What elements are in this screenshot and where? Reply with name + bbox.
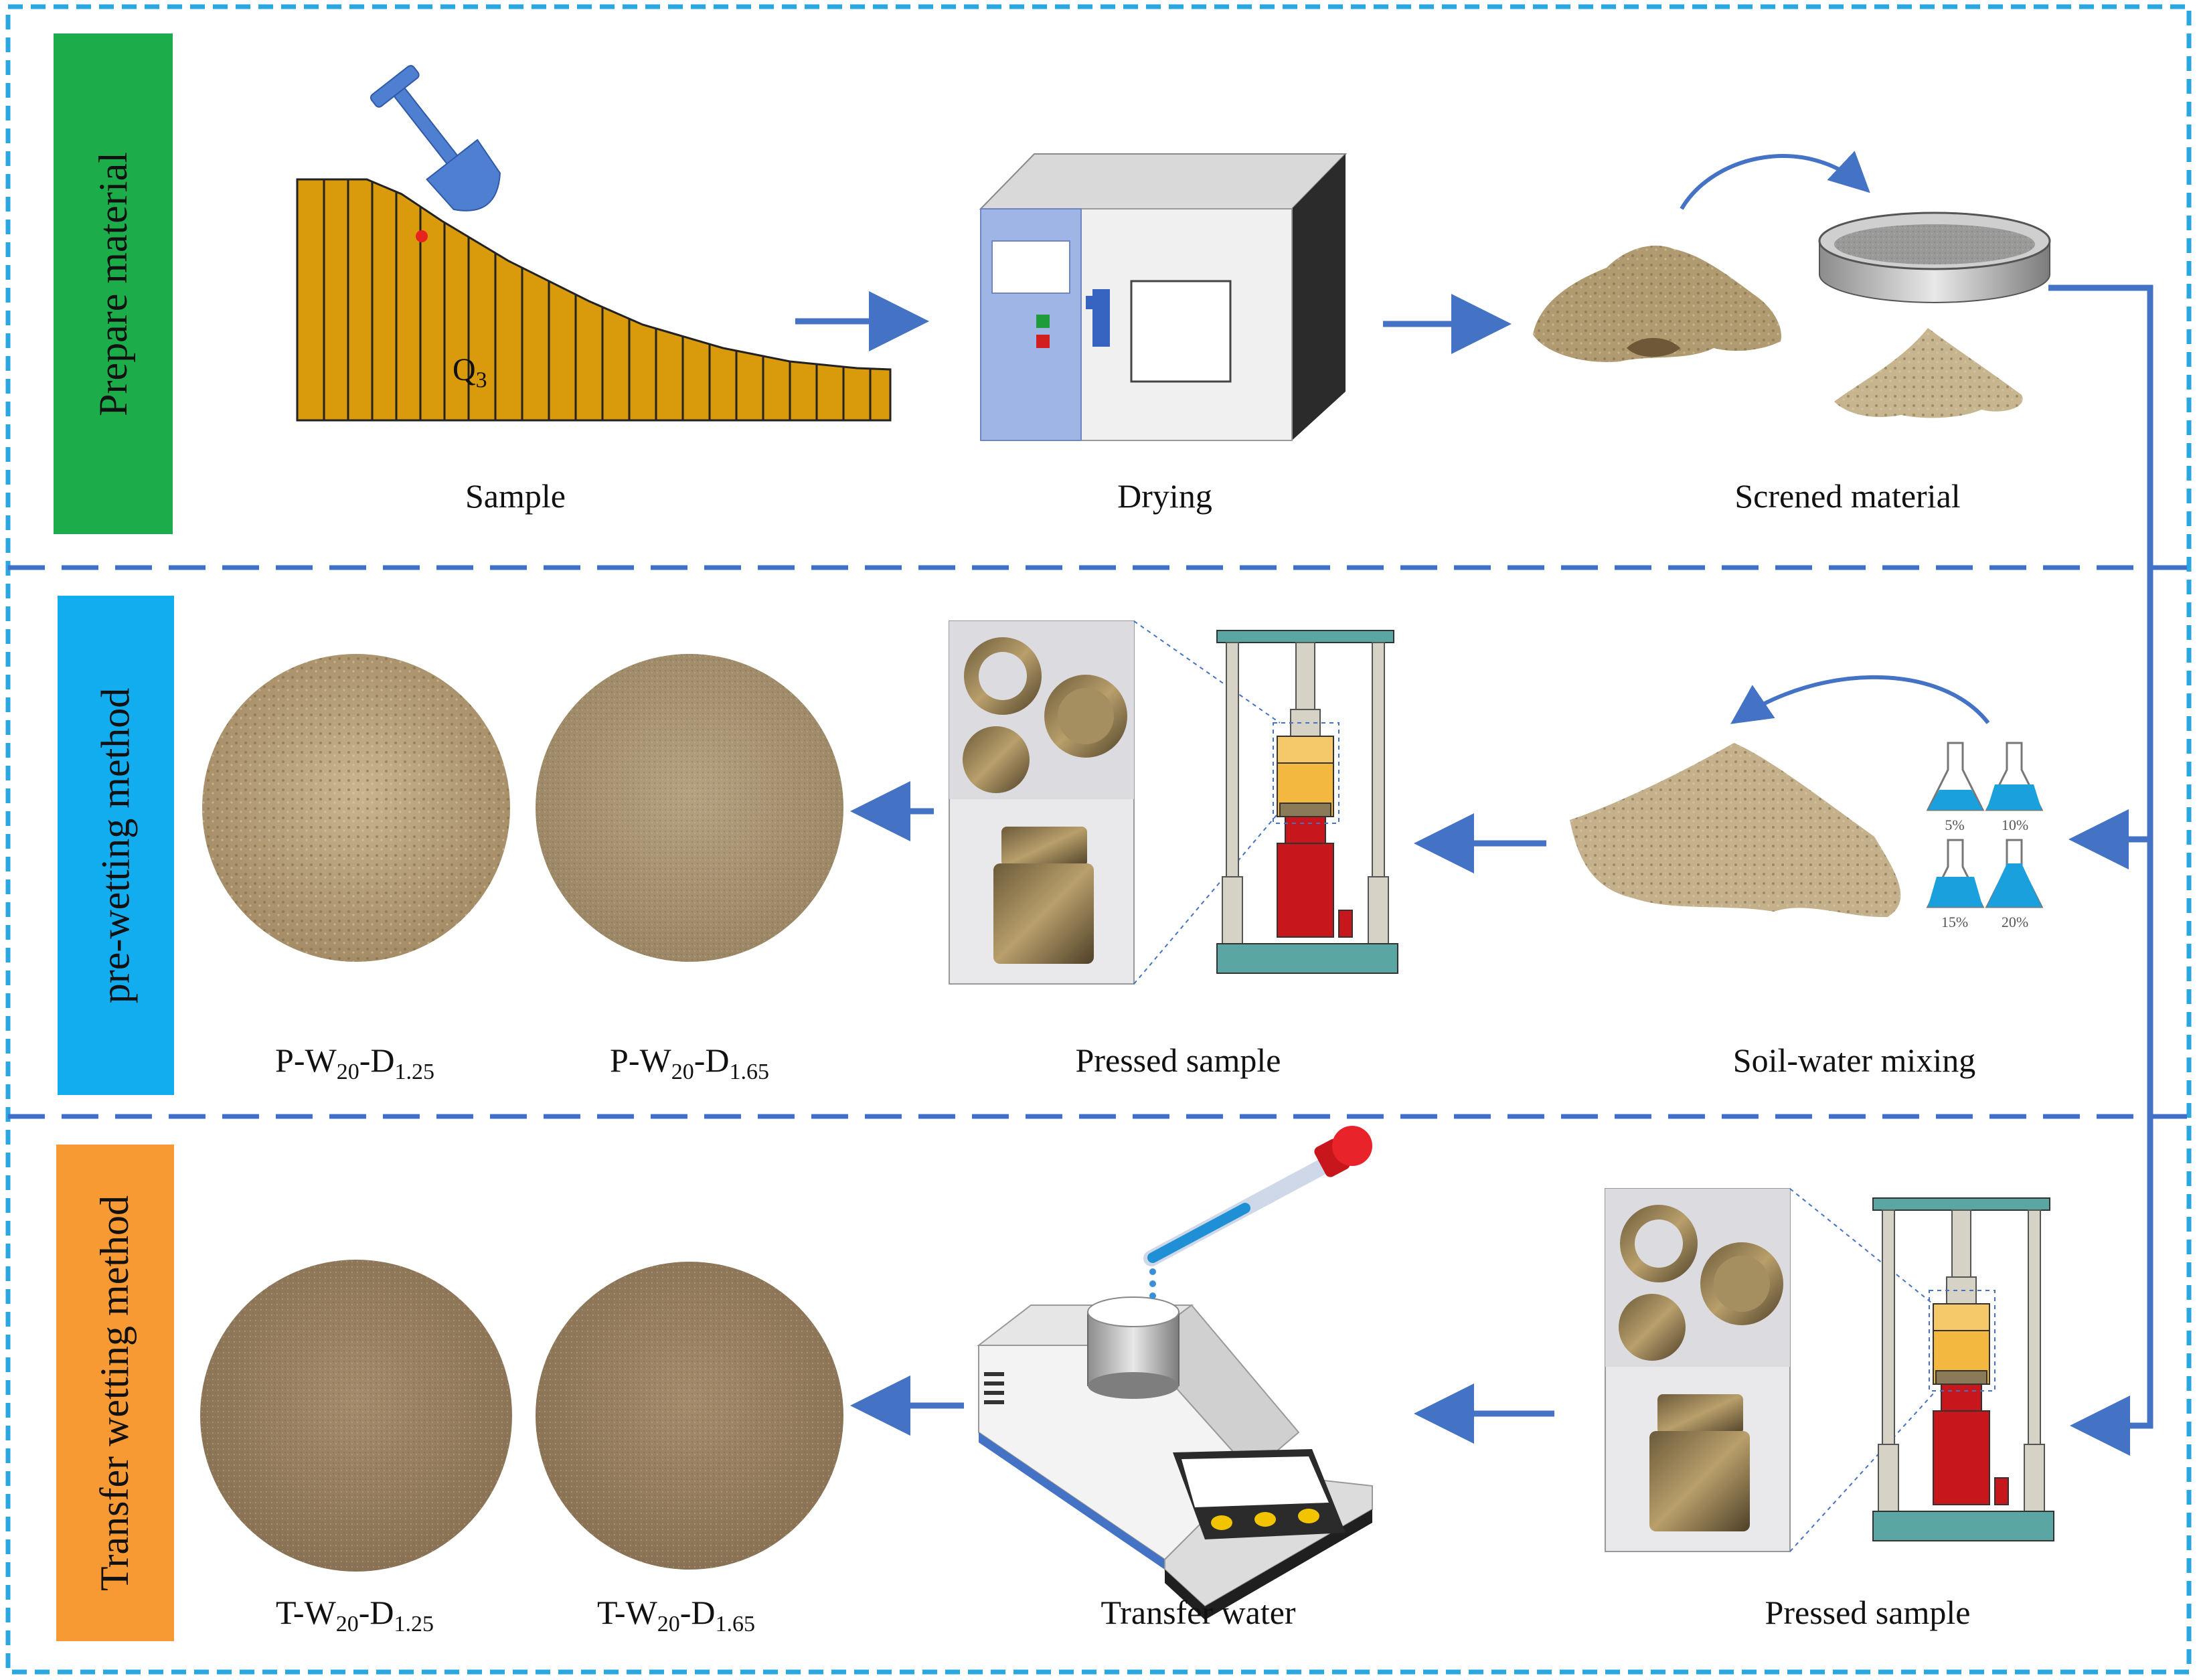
flask-10-icon	[1985, 742, 2044, 811]
section-title-prewet: pre-wetting method	[93, 687, 138, 1003]
drying-label: Drying	[1117, 477, 1212, 515]
specimen-label-p165: P-W20-D1.65	[610, 1041, 769, 1084]
screened-label: Screned material	[1734, 477, 1961, 515]
flask-20-icon	[1985, 839, 2044, 908]
section-bar-prewet	[58, 596, 174, 1095]
section-bar-prepare	[54, 33, 173, 534]
section-title-prepare: Prepare material	[90, 151, 135, 416]
mold-photo-2	[1605, 1188, 1791, 1552]
transfer-label: Transfer water	[1101, 1594, 1296, 1631]
pressed-label-row2: Pressed sample	[1075, 1041, 1281, 1079]
shovel-icon	[370, 65, 501, 212]
mixing-label: Soil-water mixing	[1732, 1041, 1976, 1079]
specimen-label-p125: P-W20-D1.25	[275, 1041, 434, 1084]
section-bar-transfer	[56, 1145, 174, 1641]
flask-15-label: 15%	[1941, 914, 1969, 930]
press-frame-icon	[1216, 630, 1398, 974]
dropper-icon	[1143, 1126, 1372, 1299]
pressed-label-row3: Pressed sample	[1765, 1594, 1971, 1631]
mold-photo	[949, 620, 1135, 985]
strata-label: Q3	[453, 352, 487, 393]
fine-material-icon	[1834, 328, 2023, 418]
flask-5-icon	[1926, 742, 1985, 811]
specimen-label-t165: T-W20-D1.65	[596, 1594, 756, 1636]
section-title-transfer: Transfer wetting method	[92, 1195, 137, 1591]
sample-label: Sample	[465, 477, 566, 515]
balance-icon	[977, 1296, 1373, 1620]
press-frame-icon-2	[1872, 1197, 2054, 1541]
flask-15-icon	[1926, 839, 1985, 908]
soil-pile-icon	[1533, 246, 1781, 362]
flask-5-label: 5%	[1945, 817, 1965, 833]
flask-10-label: 10%	[2001, 817, 2029, 833]
drying-oven-icon	[979, 153, 1348, 441]
sieve-icon	[1818, 212, 2051, 303]
outer-frame	[5, 4, 2192, 1675]
slope-profile	[296, 178, 892, 422]
soil-water-pile-icon	[1570, 743, 1901, 918]
specimen-label-t125: T-W20-D1.25	[275, 1594, 434, 1636]
flask-20-label: 20%	[2001, 914, 2029, 930]
